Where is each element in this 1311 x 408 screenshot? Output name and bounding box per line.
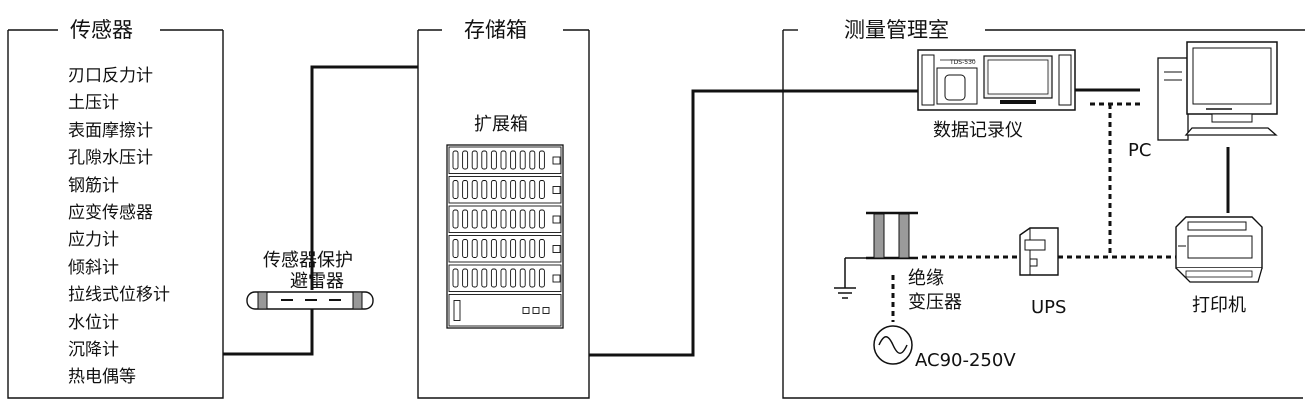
isolation-transformer-icon <box>834 211 918 299</box>
sensor-item: 钢筋计 <box>68 175 119 196</box>
sensor-list: 刃口反力计土压计表面摩擦计孔隙水压计钢筋计应变传感器应力计倾斜计拉线式位移计水位… <box>68 63 170 392</box>
sensor-item: 热电偶等 <box>68 367 136 388</box>
sensor-to-protector-cable <box>223 300 314 356</box>
sensor-item: 孔隙水压计 <box>68 148 153 169</box>
rack-module <box>448 264 562 292</box>
sensor-item: 沉降计 <box>68 340 119 361</box>
surge-arrester-icon <box>246 291 374 310</box>
sensor-item: 倾斜计 <box>68 257 119 278</box>
sensor-item: 拉线式位移计 <box>68 285 170 306</box>
power-lines <box>891 102 1176 322</box>
protector-label-line2: 避雷器 <box>290 271 344 292</box>
printer-label: 打印机 <box>1192 295 1246 316</box>
sensor-item: 应变传感器 <box>68 203 153 224</box>
sensor-item: 土压计 <box>68 93 119 114</box>
rack-module <box>448 235 562 263</box>
protector-to-storage-cable <box>310 65 418 290</box>
expansion-box-label: 扩展箱 <box>474 114 528 135</box>
pc-icon <box>1157 41 1278 141</box>
rack-module <box>448 176 562 204</box>
printer-icon <box>1175 216 1263 283</box>
sensor-frame <box>7 30 224 399</box>
storage-to-logger-cable <box>589 89 918 357</box>
data-logger-icon: TDS-530 <box>917 49 1076 111</box>
sensor-item: 刃口反力计 <box>68 66 153 86</box>
transformer-label-line2: 变压器 <box>908 292 962 313</box>
ac-source-icon <box>873 325 913 365</box>
transformer-label-line1: 绝缘 <box>908 268 944 289</box>
power-label: AC90-250V <box>915 350 1016 371</box>
protector-label-line1: 传感器保护 <box>263 250 353 271</box>
pc-label: PC <box>1128 140 1152 161</box>
sensors-title: 传感器 <box>62 18 141 42</box>
sensor-item: 应力计 <box>68 230 119 251</box>
rack-module <box>448 205 562 233</box>
rack-control-panel <box>448 294 562 327</box>
ups-label: UPS <box>1031 297 1067 318</box>
rack-module <box>448 146 562 174</box>
expansion-rack-icon <box>446 144 564 329</box>
sensor-item: 表面摩擦计 <box>68 120 153 141</box>
logger-model-text: TDS-530 <box>949 59 976 66</box>
storage-title: 存储箱 <box>456 18 535 42</box>
room-title: 测量管理室 <box>836 18 957 42</box>
room-frame <box>782 30 1303 399</box>
sensor-item: 水位计 <box>68 312 119 333</box>
ups-icon <box>1019 227 1059 276</box>
data-logger-label: 数据记录仪 <box>933 120 1023 141</box>
storage-frame <box>417 30 590 399</box>
